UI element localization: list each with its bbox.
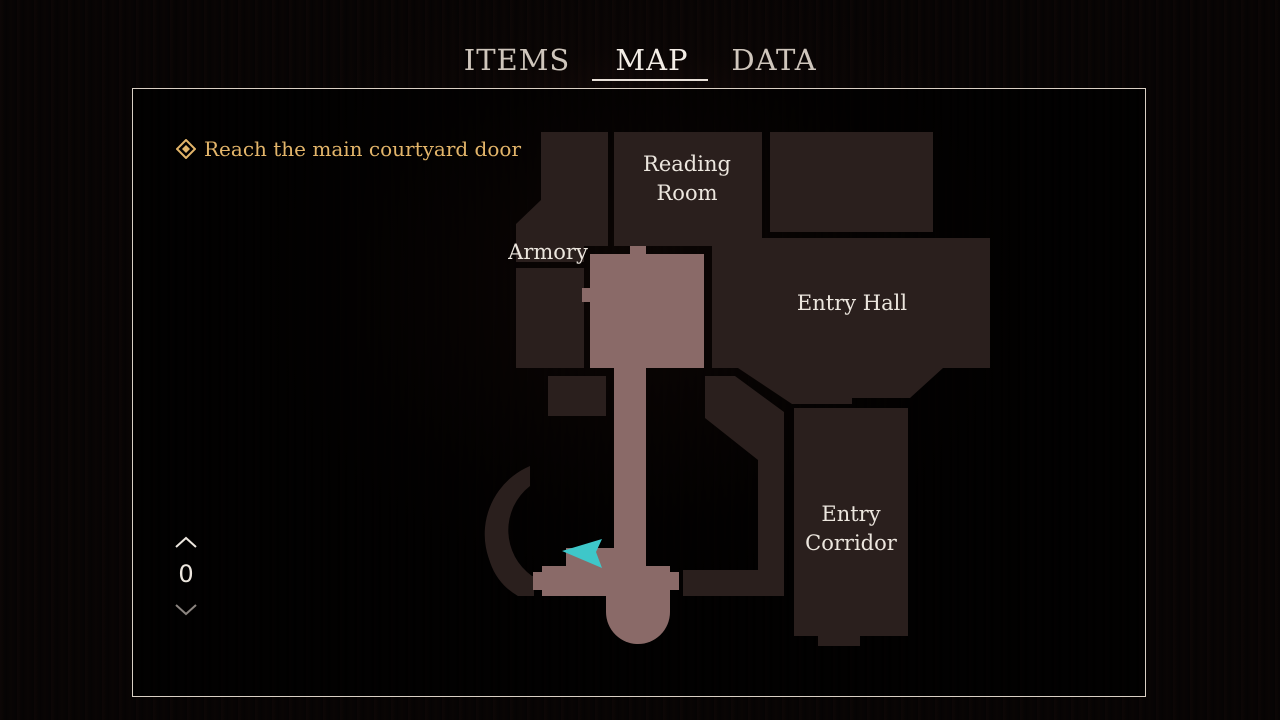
label-reading-room-line2: Room [656, 181, 718, 205]
label-armory: Armory [508, 240, 588, 264]
room-northwest [516, 132, 608, 262]
tab-items[interactable]: ITEMS [463, 43, 571, 77]
room-explored-door-left [582, 288, 592, 302]
label-entry-corridor-line1: Entry [821, 502, 881, 526]
label-entry-corridor-line2: Corridor [805, 531, 897, 555]
chevron-down-icon[interactable] [175, 604, 197, 616]
label-entry-hall: Entry Hall [796, 291, 908, 315]
unexplored-rooms [484, 132, 990, 646]
room-north-east [770, 132, 933, 232]
room-entry-corridor [794, 408, 908, 646]
objective-text: Reach the main courtyard door [204, 137, 522, 161]
floor-selector: 0 [170, 532, 202, 622]
objective-banner: Reach the main courtyard door [176, 134, 521, 164]
corridor-explored-cap-right [669, 572, 679, 590]
label-reading-room-line1: Reading [643, 152, 731, 176]
room-reading-room [614, 132, 762, 246]
active-tab-underline [592, 79, 708, 81]
explored-rooms [533, 246, 704, 644]
corridor-explored-vertical [614, 366, 646, 566]
tab-map[interactable]: MAP [615, 43, 689, 77]
room-armory [516, 268, 584, 368]
room-angled-passage [683, 376, 784, 596]
room-explored-main [590, 254, 704, 368]
curved-passage-outer [484, 466, 532, 596]
room-small-storage [548, 376, 606, 416]
label-reading-room: Reading Room [636, 150, 738, 208]
floor-number: 0 [178, 560, 194, 588]
tab-data[interactable]: DATA [731, 43, 817, 77]
corridor-explored-horizontal [542, 566, 670, 596]
room-entry-hall [712, 238, 990, 404]
player-arrow-icon [562, 539, 602, 568]
room-explored-door-top [630, 246, 646, 256]
objective-diamond-icon [176, 139, 196, 159]
room-explored-rotunda [606, 596, 670, 644]
corridor-explored-cap-left [533, 572, 543, 590]
label-entry-corridor: Entry Corridor [796, 500, 906, 558]
chevron-up-icon[interactable] [175, 536, 197, 548]
tab-bar: ITEMS MAP DATA [0, 40, 1280, 84]
